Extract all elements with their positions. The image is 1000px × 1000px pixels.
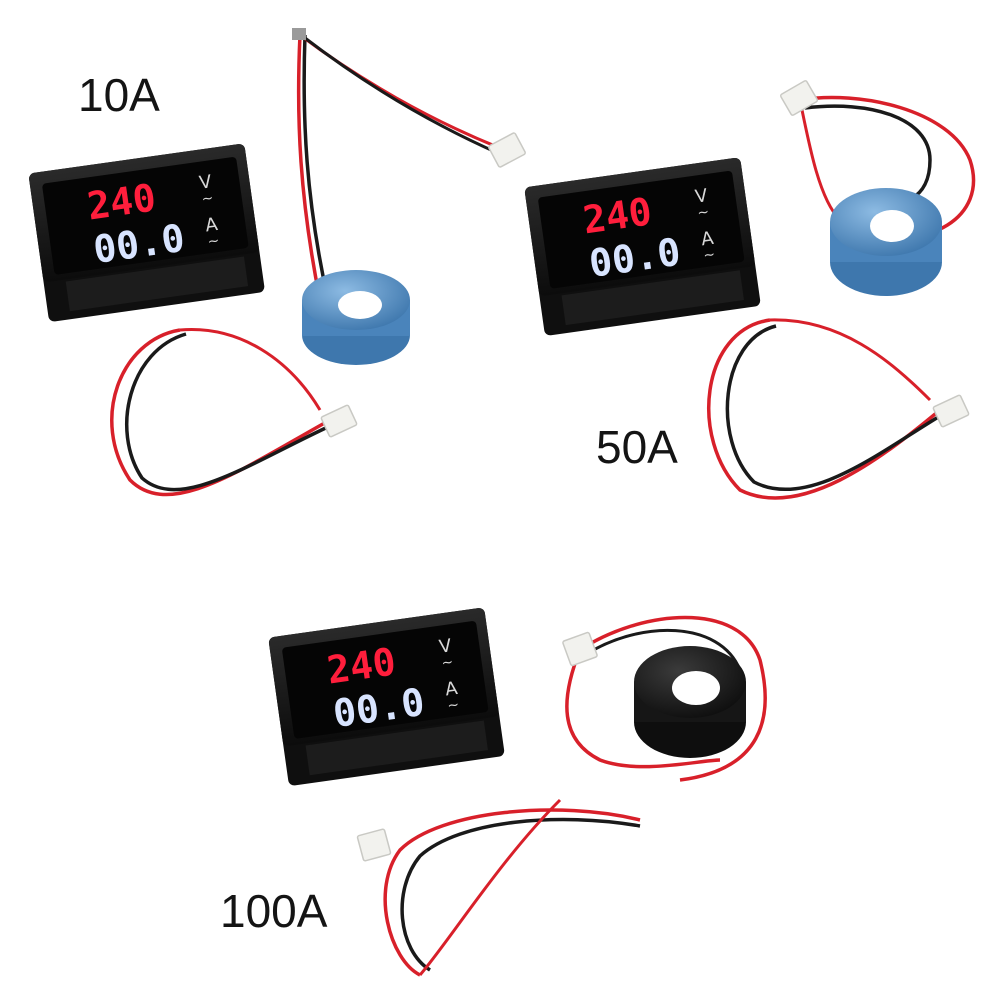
current-transformer-blue — [830, 188, 942, 296]
ct-lead-wires — [292, 28, 501, 301]
rating-label-50a: 50A — [596, 421, 678, 473]
ac-mark: ~ — [440, 654, 454, 671]
voltage-unit: V — [694, 185, 710, 208]
meter-module: 240 00.0 V ~ A ~ — [524, 157, 761, 336]
voltage-unit: V — [438, 635, 454, 658]
voltage-display: 240 — [84, 175, 158, 228]
ac-mark: ~ — [201, 190, 215, 207]
ac-mark: ~ — [702, 247, 716, 264]
voltage-display: 240 — [580, 189, 654, 242]
meter-module: 240 00.0 V ~ A ~ — [268, 608, 505, 786]
current-unit: A — [204, 214, 220, 237]
current-transformer-black — [634, 646, 746, 758]
rating-label-100a: 100A — [220, 885, 328, 937]
ac-mark: ~ — [207, 233, 221, 250]
voltage-unit: V — [198, 171, 214, 194]
ac-mark: ~ — [446, 697, 460, 714]
kit-50a: 240 00.0 V ~ A ~ — [524, 80, 976, 500]
kit-10a: 240 00.0 V ~ A ~ — [29, 28, 526, 497]
ct-lead-wires — [562, 615, 767, 782]
ct-connector — [488, 132, 526, 168]
ac-mark: ~ — [696, 204, 710, 221]
voltage-display: 240 — [324, 639, 398, 692]
meter-module: 240 00.0 V ~ A ~ — [29, 144, 265, 322]
current-unit: A — [444, 678, 460, 701]
power-lead-wire — [356, 798, 641, 977]
power-lead-wire — [707, 318, 970, 500]
kit-100a: 240 00.0 V ~ A ~ — [268, 608, 767, 977]
current-unit: A — [700, 228, 716, 251]
current-transformer-blue — [302, 270, 410, 365]
power-lead-wire — [110, 328, 358, 497]
rating-label-10a: 10A — [78, 69, 160, 121]
